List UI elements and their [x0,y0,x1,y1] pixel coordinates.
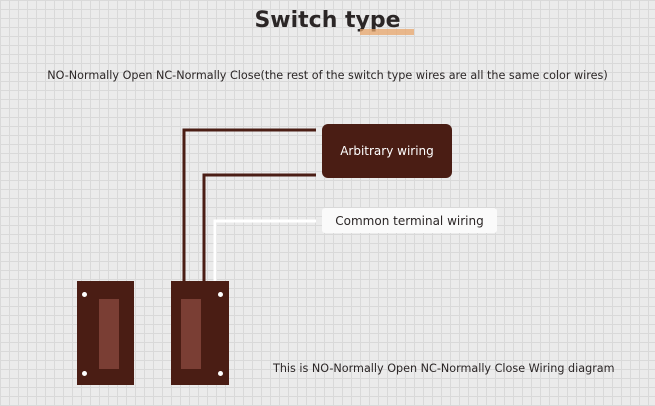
switch-screw-hole-bottom [218,371,223,376]
switch-screw-hole-top [218,292,223,297]
common-wire [213,219,316,283]
switch-unit-inner [181,299,201,369]
switch-unit [171,281,229,385]
magnet-screw-hole-top [82,292,87,297]
diagram-title: Switch type [254,8,401,33]
magnet-screw-hole-bottom [82,371,87,376]
arbitrary-wiring-label: Arbitrary wiring [322,124,452,178]
arbitrary-wire-1 [182,128,316,283]
magnet-unit [77,281,134,385]
diagram-caption: This is NO-Normally Open NC-Normally Clo… [273,362,615,375]
magnet-unit-inner [99,299,119,369]
common-terminal-wiring-label: Common terminal wiring [322,208,497,233]
title-accent-underline [360,29,414,35]
arbitrary-wire-2 [202,173,316,283]
diagram-subtitle: NO-Normally Open NC-Normally Close(the r… [47,69,608,82]
